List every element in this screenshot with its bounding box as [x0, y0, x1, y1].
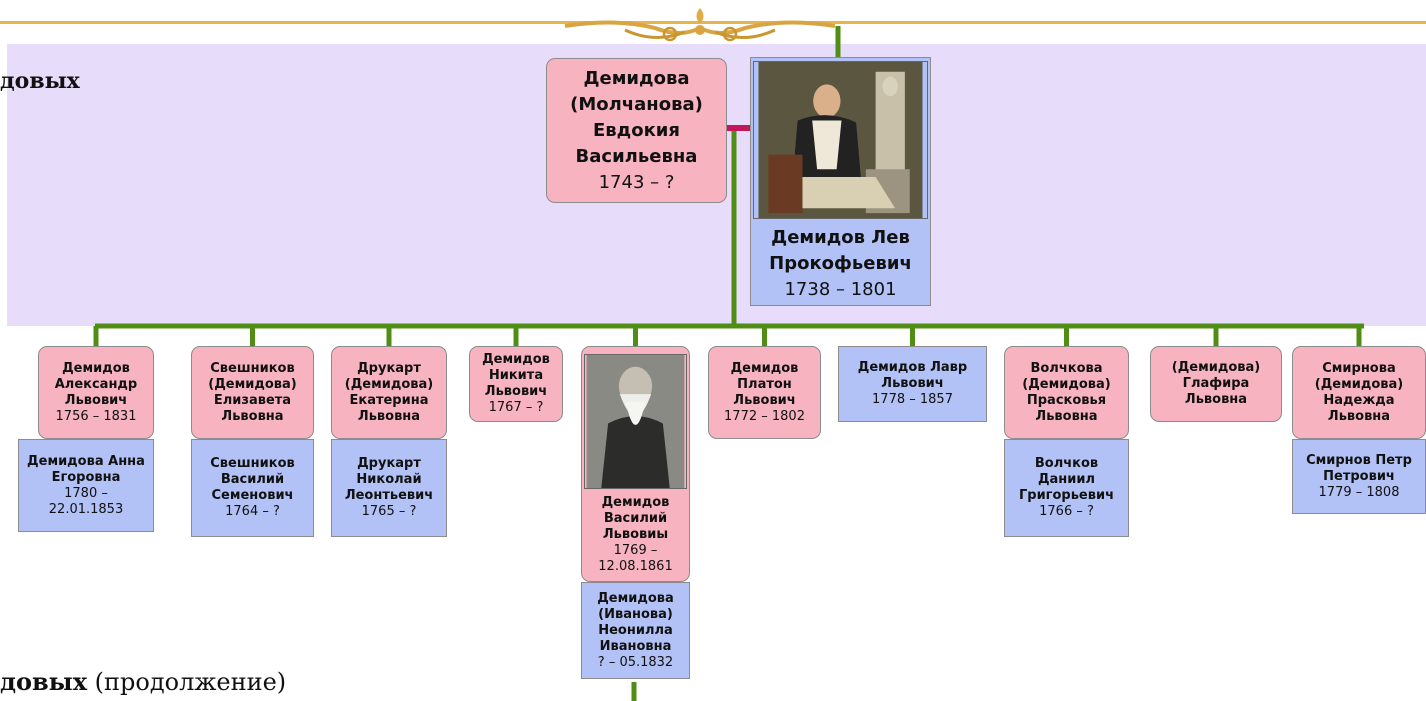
portrait-old-bearded-man-icon	[584, 353, 687, 489]
person-dates: 1764 – ?	[225, 504, 280, 519]
person-card-child[interactable]: Свешников (Демидова) Елизавета Львовна	[191, 346, 314, 439]
person-name: Демидов Лавр Львович	[857, 360, 968, 391]
person-name: Волчкова (Демидова) Прасковья Львовна	[1022, 360, 1111, 424]
person-dates: 1743 – ?	[598, 171, 675, 193]
person-dates: 1772 – 1802	[724, 408, 805, 424]
person-name: Волчков Даниил Григорьевич	[1018, 456, 1115, 503]
person-name: Демидова (Иванова) Неонилла Ивановна	[597, 590, 674, 654]
person-name: Друкарт Николай Леонтьевич	[344, 456, 434, 503]
top-gold-rule	[0, 21, 1426, 24]
person-name: Демидов Никита Львович	[482, 352, 550, 399]
person-dates: 1780 – 22.01.1853	[48, 485, 124, 517]
person-card-child[interactable]: Волчкова (Демидова) Прасковья Львовна	[1004, 346, 1129, 439]
person-name: Демидова (Молчанова) Евдокия Васильевна	[570, 67, 703, 167]
person-dates: 1769 – 12.08.1861	[598, 542, 673, 574]
person-dates: 1778 – 1857	[872, 392, 953, 407]
page-heading: довых	[0, 68, 80, 94]
person-name: Свешников Василий Семенович	[210, 456, 295, 503]
person-name: (Демидова) Глафира Львовна	[1171, 360, 1261, 407]
person-card-child[interactable]: Смирнова (Демидова) Надежда Львовна	[1292, 346, 1426, 439]
person-name: Свешников (Демидова) Елизавета Львовна	[208, 360, 297, 424]
ornament-icon	[564, 8, 836, 42]
person-name: Смирнов Петр Петрович	[1306, 452, 1412, 484]
person-name: Демидов Платон Львович	[730, 360, 799, 408]
person-name: Демидов Василий Львовиы	[601, 494, 670, 542]
person-dates: 1767 – ?	[488, 400, 544, 415]
person-dates: 1756 – 1831	[55, 408, 137, 424]
person-name: Демидов Александр Львович	[54, 360, 138, 408]
continuation-heading: довых (продолжение)	[0, 667, 287, 696]
person-dates: 1779 – 1808	[1318, 484, 1400, 500]
person-card-wife[interactable]: Демидова (Молчанова) Евдокия Васильевна 1…	[546, 58, 727, 203]
person-dates: 1738 – 1801	[784, 278, 897, 300]
person-dates: ? – 05.1832	[597, 654, 674, 670]
person-card-child[interactable]: Друкарт (Демидова) Екатерина Львовна	[331, 346, 447, 439]
person-dates: 1765 – ?	[361, 504, 417, 519]
person-card-child[interactable]: (Демидова) Глафира Львовна	[1150, 346, 1282, 422]
person-name: Смирнова (Демидова) Надежда Львовна	[1314, 360, 1404, 424]
portrait-seated-man-with-statue-icon	[753, 60, 928, 219]
person-card-husband[interactable]: Демидов Лев Прокофьевич 1738 – 1801	[750, 57, 931, 306]
person-name: Друкарт (Демидова) Екатерина Львовна	[344, 360, 434, 424]
person-name: Демидова Анна Егоровна	[27, 453, 145, 485]
person-dates: 1766 – ?	[1039, 504, 1094, 519]
person-name: Демидов Лев Прокофьевич	[769, 226, 912, 274]
person-card-spouse[interactable]: Демидова (Иванова) Неонилла Ивановна? – …	[581, 582, 690, 679]
